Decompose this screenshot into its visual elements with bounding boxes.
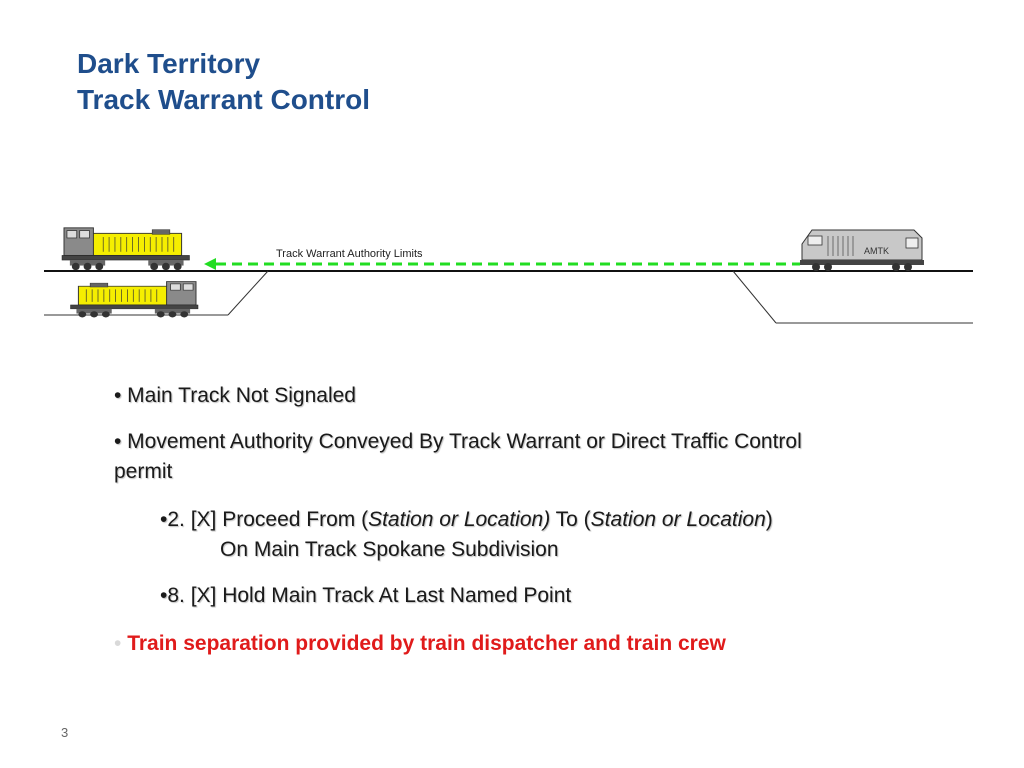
title-line-2: Track Warrant Control <box>77 84 371 115</box>
proceed-mid: To ( <box>550 508 591 531</box>
dashed-arrow-icon <box>204 258 800 270</box>
title-line-1: Dark Territory <box>77 48 261 79</box>
train-separation-text: Train separation provided by train dispa… <box>127 632 726 655</box>
bullet-main-track: • Main Track Not Signaled <box>114 384 356 407</box>
page-number: 3 <box>61 725 69 740</box>
track-diagram: AMTK Track Warrant Authority Limits <box>44 227 973 324</box>
bullet-train-separation: • Train separation provided by train dis… <box>114 629 726 659</box>
amtrak-label: AMTK <box>864 246 889 256</box>
sub-bullet-proceed-line2: On Main Track Spokane Subdivision <box>220 538 559 561</box>
bullet-movement-authority-line1: • Movement Authority Conveyed By Track W… <box>114 430 802 453</box>
freight-locomotive-icon <box>70 281 199 318</box>
proceed-to-location: Station or Location <box>590 508 766 531</box>
freight-locomotive-icon <box>61 227 190 271</box>
passenger-locomotive-icon <box>800 229 924 271</box>
slide-title: Dark Territory Track Warrant Control <box>77 46 370 118</box>
proceed-from-location: Station or Location) <box>368 508 551 531</box>
bullet-dot: • <box>114 632 122 655</box>
sub-bullet-proceed: •2. [X] Proceed From (Station or Locatio… <box>160 505 773 565</box>
siding-turnout-right <box>732 270 777 324</box>
bullet-movement-authority: • Movement Authority Conveyed By Track W… <box>114 427 802 487</box>
proceed-suffix: ) <box>765 508 773 531</box>
proceed-prefix: •2. [X] Proceed From ( <box>160 508 369 531</box>
bullet-movement-authority-line2: permit <box>114 460 173 483</box>
sub-bullet-proceed-line1: •2. [X] Proceed From (Station or Locatio… <box>160 505 773 535</box>
siding-turnout-left <box>227 270 269 316</box>
sub-bullet-hold: •8. [X] Hold Main Track At Last Named Po… <box>160 584 572 607</box>
authority-label: Track Warrant Authority Limits <box>276 248 423 260</box>
